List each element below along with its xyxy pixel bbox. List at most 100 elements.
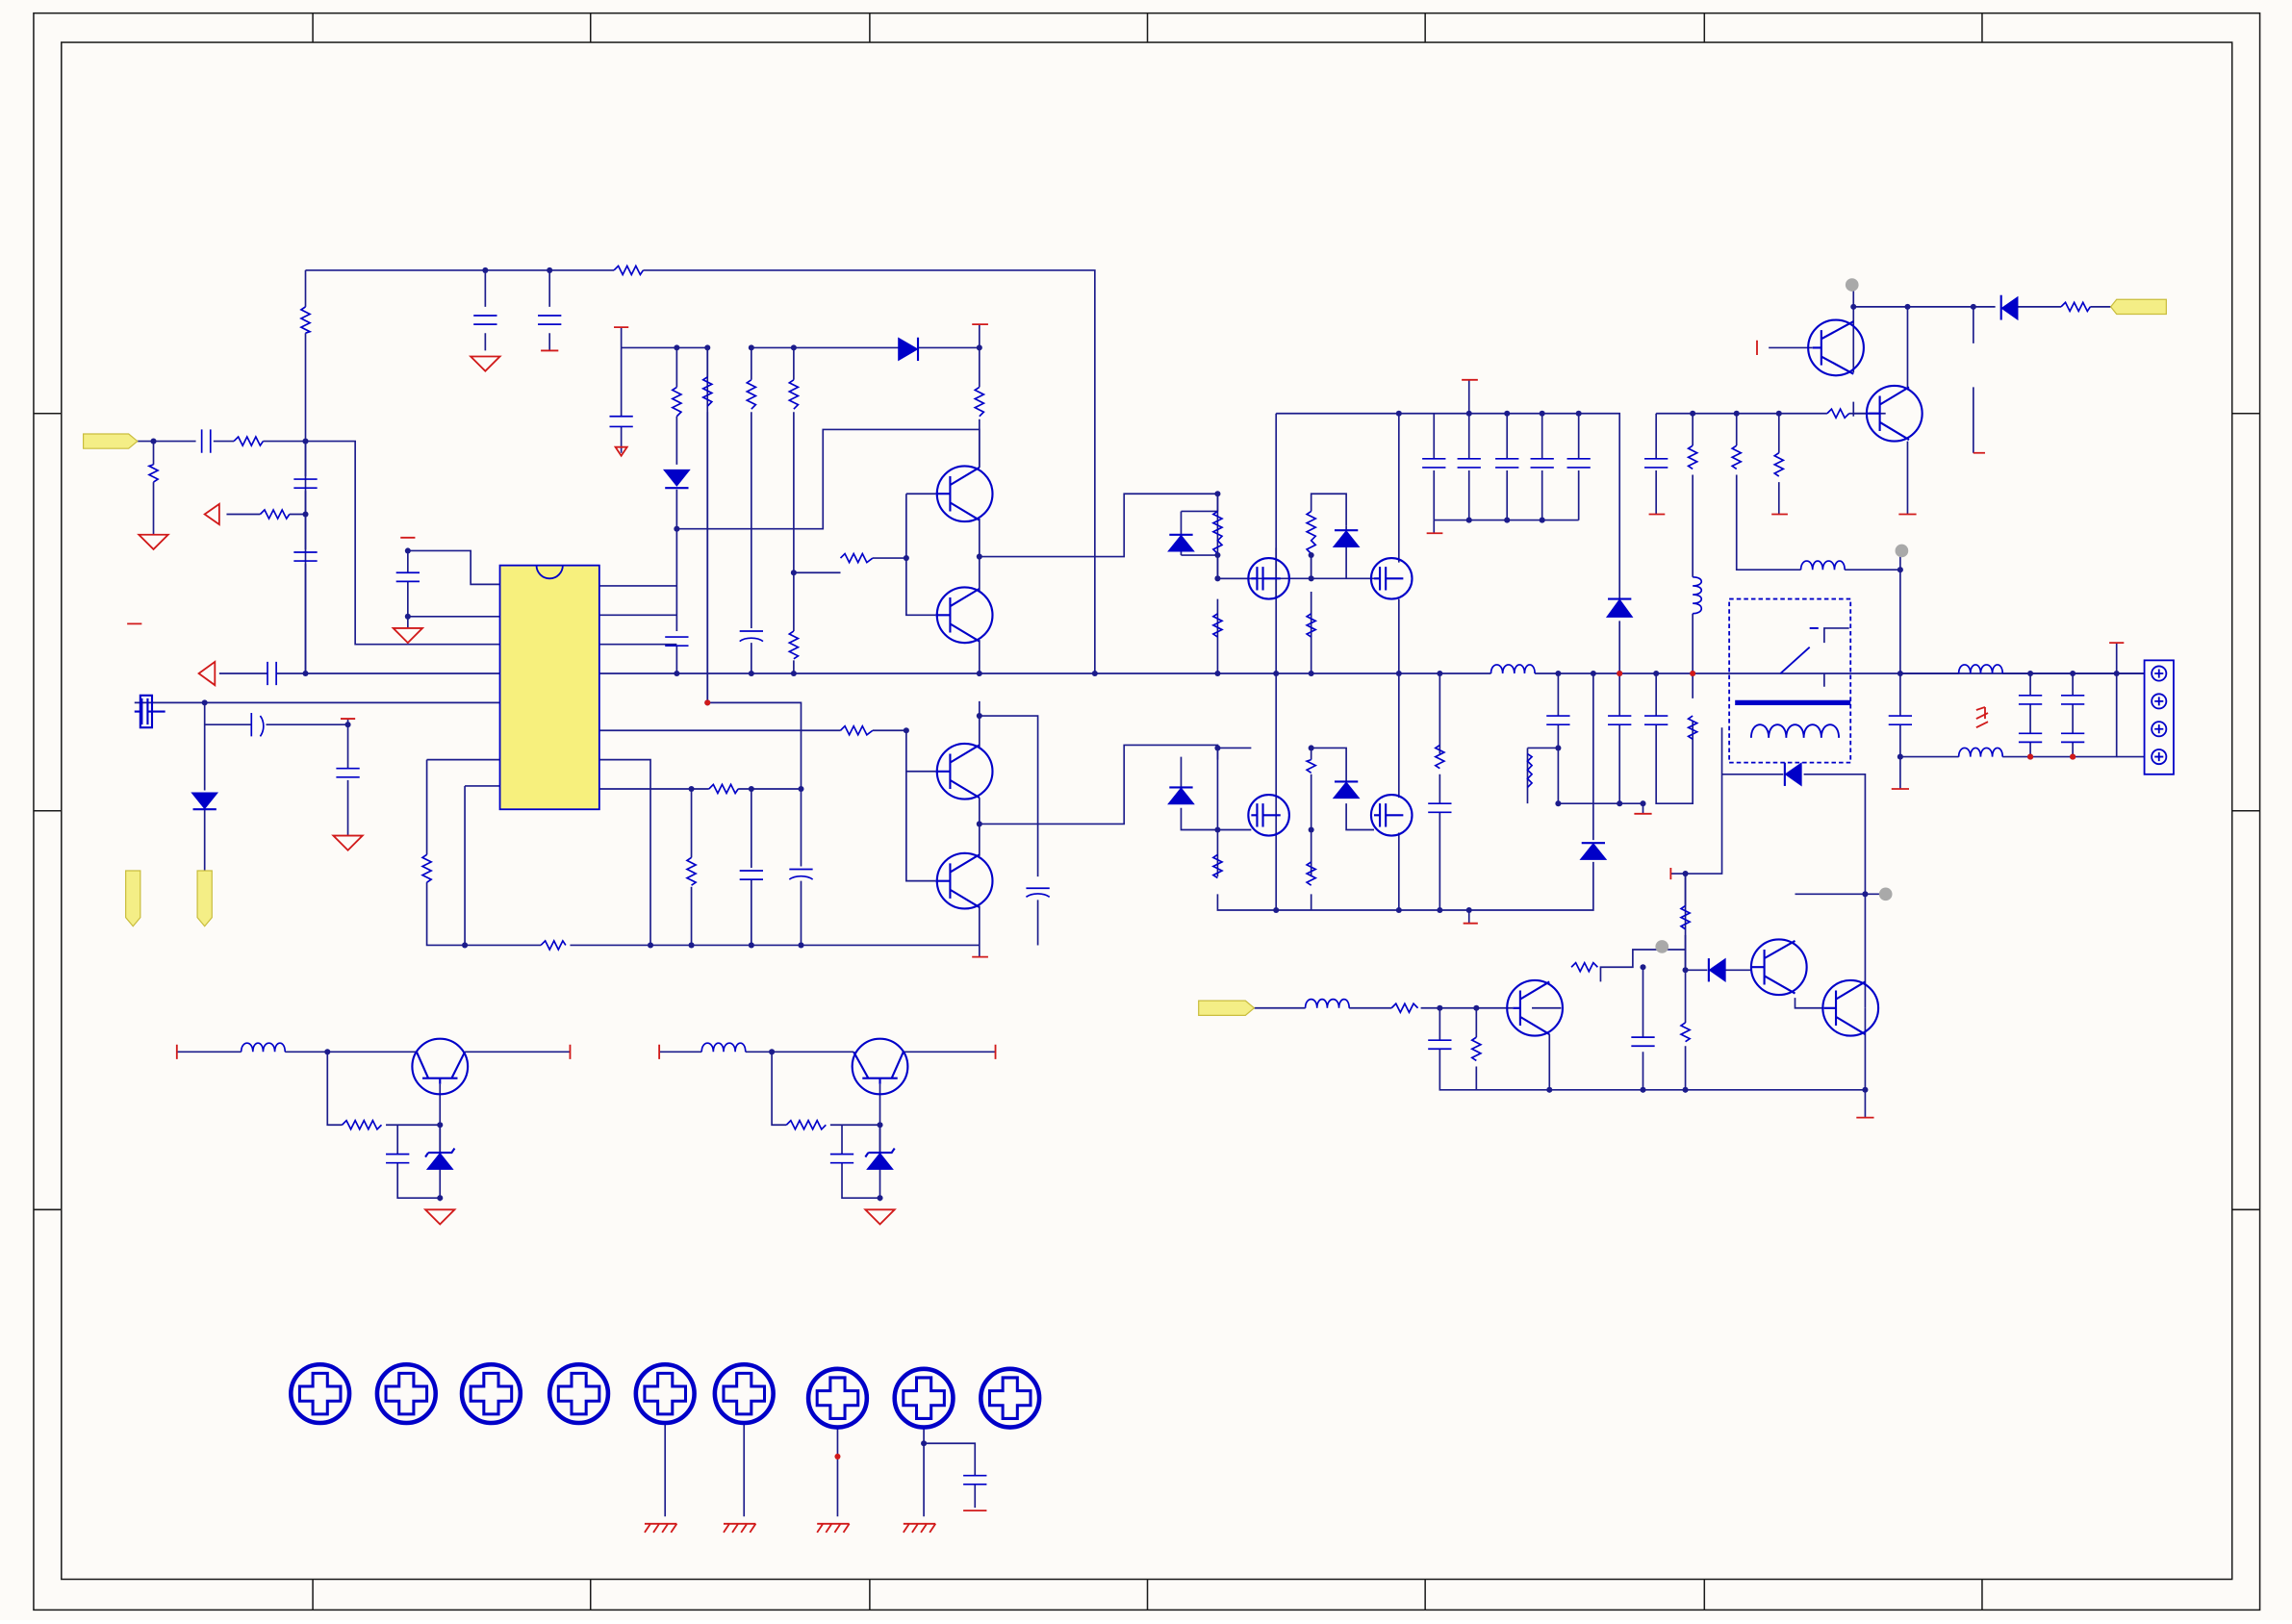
junction-dot (1437, 1005, 1442, 1011)
junction-dot (791, 570, 797, 575)
junction-dot (1214, 826, 1220, 832)
junction-dot (1555, 745, 1561, 750)
junction-dot (1214, 491, 1220, 496)
junction-dot (547, 267, 552, 273)
junction-dot (2070, 754, 2076, 760)
junction-dot (904, 555, 909, 561)
junction-dot (1683, 967, 1689, 973)
junction-dot (437, 1122, 443, 1128)
junction-dot (150, 439, 156, 444)
junction-dot (1466, 907, 1472, 913)
junction-dot (302, 671, 308, 676)
junction-dot (202, 699, 208, 705)
junction-dot (1690, 411, 1695, 417)
junction-dot (689, 942, 695, 948)
junction-dot (302, 439, 308, 444)
junction-dot (977, 344, 982, 350)
junction-dot (1904, 304, 1910, 310)
junction-dot (1555, 800, 1561, 806)
junction-dot (405, 547, 411, 553)
junction-dot (462, 942, 468, 948)
junction-dot (704, 699, 710, 705)
test-point (1896, 545, 1909, 558)
junction-dot (1214, 552, 1220, 558)
junction-dot (977, 671, 982, 676)
junction-dot (1540, 518, 1545, 523)
junction-dot (302, 511, 308, 517)
junction-dot (749, 344, 754, 350)
junction-dot (1640, 1087, 1645, 1093)
junction-dot (1437, 671, 1442, 676)
junction-dot (791, 671, 797, 676)
junction-dot (674, 526, 679, 532)
junction-dot (2027, 754, 2033, 760)
test-point (1879, 887, 1893, 901)
junction-dot (904, 727, 909, 733)
controller-ic (500, 566, 599, 810)
junction-dot (704, 344, 710, 350)
junction-dot (921, 1440, 927, 1446)
junction-dot (1617, 800, 1622, 806)
test-point (1846, 278, 1859, 292)
junction-dot (977, 821, 982, 826)
junction-dot (1546, 1087, 1552, 1093)
junction-dot (1850, 304, 1856, 310)
junction-dot (1897, 671, 1903, 676)
junction-dot (1734, 411, 1740, 417)
junction-dot (2027, 671, 2033, 676)
junction-dot (1617, 671, 1622, 676)
junction-dot (437, 1195, 443, 1201)
junction-dot (1690, 671, 1695, 676)
junction-dot (1473, 1005, 1479, 1011)
junction-dot (1504, 411, 1510, 417)
junction-dot (1640, 800, 1645, 806)
junction-dot (2114, 671, 2120, 676)
junction-dot (1309, 826, 1314, 832)
net-port-input (84, 434, 138, 448)
net-port-input (1199, 1001, 1255, 1015)
output-terminal-block (2145, 660, 2174, 774)
junction-dot (1092, 671, 1098, 676)
junction-dot (648, 942, 653, 948)
junction-dot (2070, 671, 2076, 676)
junction-dot (345, 722, 351, 727)
junction-dot (1862, 1087, 1868, 1093)
junction-dot (1897, 754, 1903, 760)
junction-dot (1653, 671, 1659, 676)
junction-dot (1396, 671, 1402, 676)
junction-dot (1862, 891, 1868, 897)
junction-dot (1504, 518, 1510, 523)
junction-dot (674, 671, 679, 676)
junction-dot (1466, 411, 1472, 417)
junction-dot (482, 267, 488, 273)
junction-dot (1273, 907, 1279, 913)
junction-dot (1971, 304, 1976, 310)
junction-dot (749, 786, 754, 792)
junction-dot (977, 554, 982, 560)
net-port-vertical (197, 871, 212, 926)
junction-dot (749, 671, 754, 676)
junction-dot (324, 1049, 330, 1054)
junction-dot (1683, 1087, 1689, 1093)
test-point (1655, 940, 1668, 953)
junction-dot (1591, 671, 1596, 676)
junction-dot (674, 344, 679, 350)
junction-dot (749, 942, 754, 948)
junction-dot (877, 1195, 882, 1201)
junction-dot (769, 1049, 775, 1054)
junction-dot (977, 713, 982, 719)
junction-dot (1309, 745, 1314, 750)
junction-dot (798, 942, 803, 948)
junction-dot (1640, 964, 1645, 970)
junction-dot (1555, 671, 1561, 676)
junction-dot (1309, 575, 1314, 581)
junction-dot (1309, 671, 1314, 676)
junction-dot (405, 614, 411, 620)
junction-dot (1309, 552, 1314, 558)
junction-dot (877, 1122, 882, 1128)
junction-dot (1437, 907, 1442, 913)
junction-dot (1576, 411, 1582, 417)
junction-dot (1897, 567, 1903, 572)
